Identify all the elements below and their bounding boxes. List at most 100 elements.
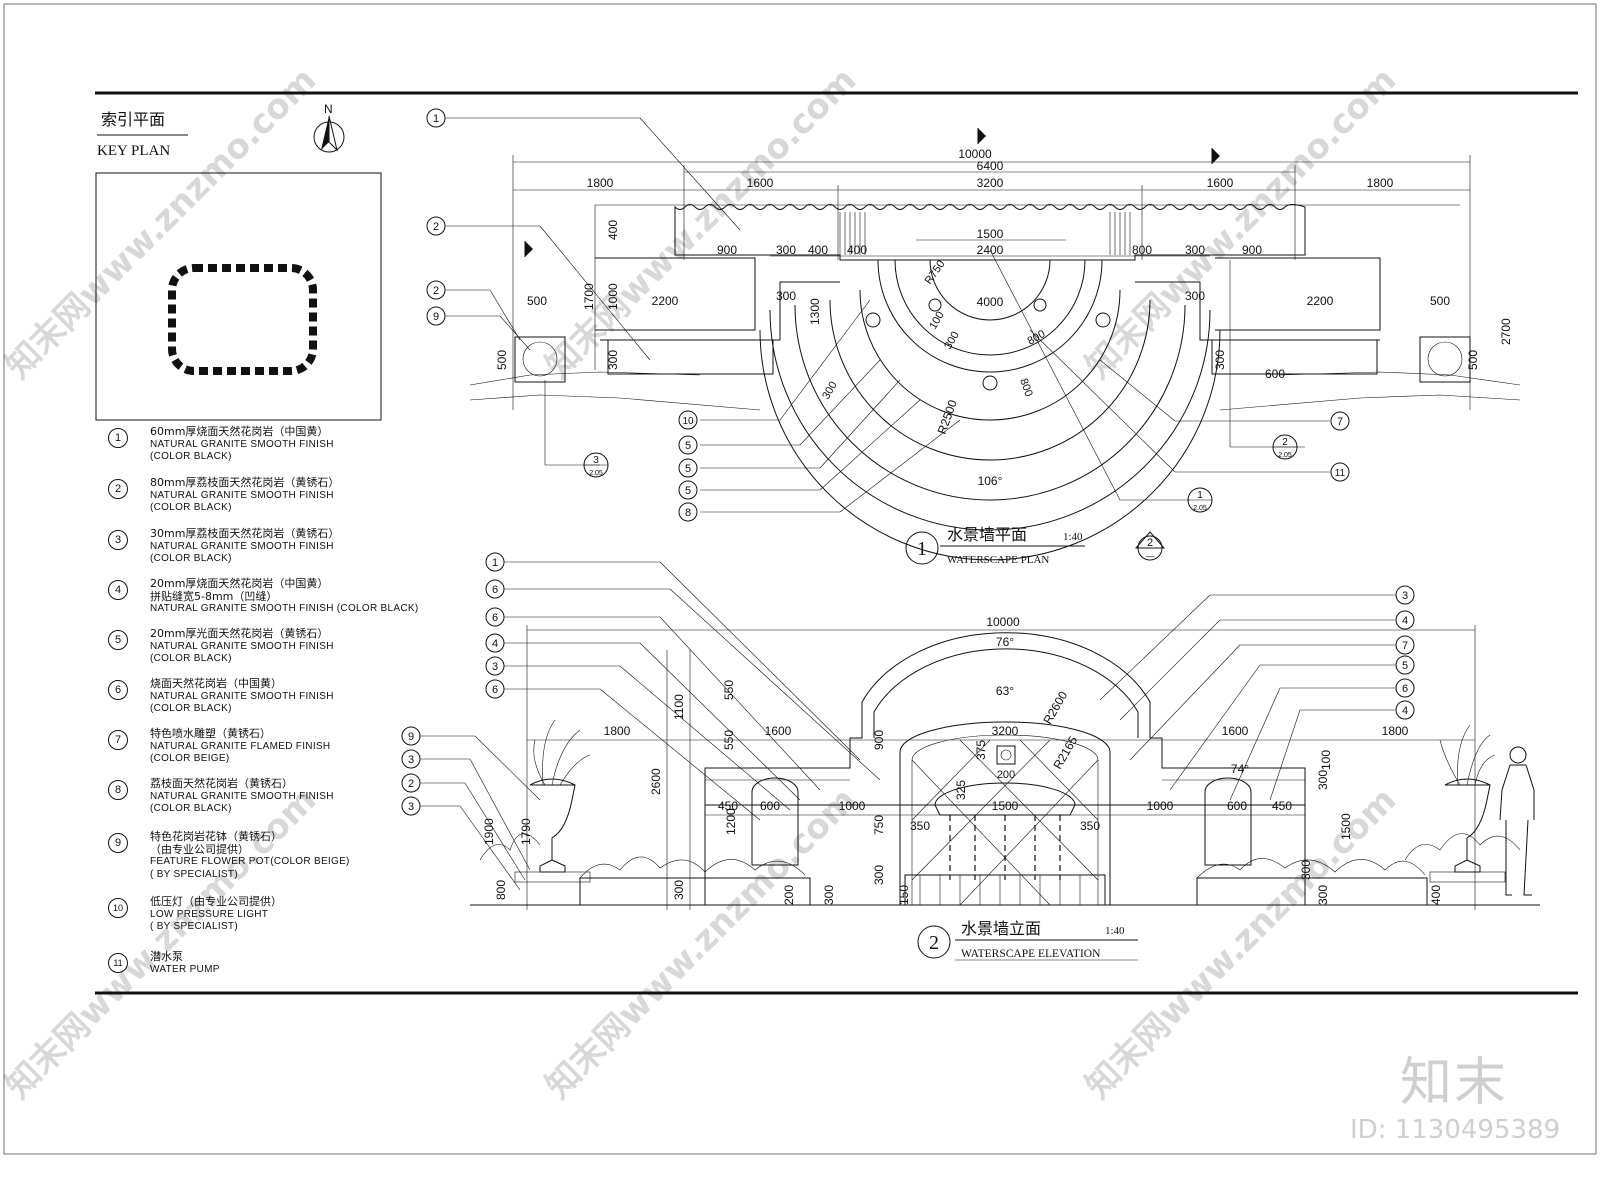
watermark: 知末网www.znzmo.com — [538, 60, 864, 386]
svg-text:300: 300 — [820, 380, 840, 402]
svg-text:水景墙平面: 水景墙平面 — [947, 526, 1027, 544]
legend-cn: 80mm厚荔枝面天然花岗岩（黄锈石） — [150, 476, 340, 489]
svg-text:1100: 1100 — [672, 694, 686, 720]
svg-text:10000: 10000 — [986, 615, 1020, 629]
legend-cn: 20mm厚光面天然花岗岩（黄锈石） — [150, 627, 329, 640]
svg-text:500: 500 — [527, 294, 547, 308]
legend-en: WATER PUMP — [150, 963, 220, 975]
svg-text:1700: 1700 — [582, 283, 596, 310]
svg-text:600: 600 — [760, 799, 780, 813]
svg-text:200: 200 — [997, 769, 1015, 781]
legend-cn: 20mm厚烧面天然花岗岩（中国黄） — [150, 577, 329, 590]
legend-cn-2: 拼贴缝宽5-8mm（凹缝） — [150, 589, 278, 603]
legend-number: 6 — [108, 680, 128, 700]
svg-text:2200: 2200 — [652, 294, 679, 308]
flower-pot-left — [514, 336, 566, 383]
plan-title: 1 水景墙平面 1:40 WATERSCAPE PLAN 2 — — [905, 526, 1166, 566]
svg-text:1800: 1800 — [604, 724, 631, 738]
legend-en: NATURAL GRANITE SMOOTH FINISH — [150, 489, 334, 501]
svg-text:1: 1 — [433, 113, 439, 125]
svg-text:R2500: R2500 — [935, 398, 960, 436]
svg-text:350: 350 — [910, 819, 930, 833]
legend-en: NATURAL GRANITE SMOOTH FINISH — [150, 690, 334, 702]
svg-text:800: 800 — [1017, 377, 1035, 398]
svg-text:750: 750 — [872, 815, 886, 835]
watermark: 知末网www.znzmo.com — [1078, 60, 1404, 386]
svg-text:R2600: R2600 — [1040, 689, 1070, 727]
legend-cn: 荔枝面天然花岗岩（黄锈石） — [150, 777, 293, 790]
elevation-callouts: 1 6 6 4 3 6 9 3 2 3 3 4 7 5 6 4 — [401, 552, 1415, 816]
svg-text:2.05: 2.05 — [1278, 452, 1292, 459]
elevation-title: 2 水景墙立面 1:40 WATERSCAPE ELEVATION — [917, 920, 1138, 961]
svg-text:4: 4 — [492, 638, 498, 650]
svg-text:6: 6 — [1402, 683, 1408, 695]
svg-text:63°: 63° — [996, 684, 1014, 698]
svg-text:500: 500 — [1430, 294, 1450, 308]
legend-en: ( BY SPECIALIST) — [150, 921, 238, 932]
svg-text:11: 11 — [1335, 468, 1346, 479]
legend-en: NATURAL GRANITE FLAMED FINISH — [150, 740, 331, 752]
legend-number: 10 — [108, 898, 128, 918]
svg-text:1000: 1000 — [1147, 799, 1174, 813]
svg-text:1800: 1800 — [1367, 176, 1394, 190]
svg-text:WATERSCAPE ELEVATION: WATERSCAPE ELEVATION — [961, 948, 1101, 960]
svg-text:R750: R750 — [923, 258, 948, 286]
legend-number: 8 — [108, 780, 128, 800]
flower-pot-right — [1419, 336, 1471, 383]
svg-text:2: 2 — [929, 932, 939, 954]
svg-text:2: 2 — [408, 778, 414, 790]
svg-text:400: 400 — [1429, 885, 1443, 905]
legend-cn: 低压灯（由专业公司提供） — [150, 895, 282, 908]
waterscape-elevation: 10000 76° 63° 3200 1800 1600 1600 1800 7… — [401, 552, 1540, 961]
legend-en: (COLOR BLACK) — [150, 502, 232, 513]
svg-text:5: 5 — [685, 485, 691, 497]
key-plan-title-cn: 索引平面 — [101, 111, 165, 129]
legend-number: 9 — [108, 833, 128, 853]
legend-en: NATURAL GRANITE SMOOTH FINISH — [150, 790, 334, 802]
sheet-border — [3, 3, 1597, 1155]
legend-en: (COLOR BLACK) — [150, 653, 232, 664]
svg-text:1000: 1000 — [839, 799, 866, 813]
svg-text:—: — — [1146, 551, 1155, 561]
svg-text:800: 800 — [1026, 328, 1048, 348]
svg-text:1:40: 1:40 — [1105, 925, 1125, 937]
legend-number: 7 — [108, 730, 128, 750]
svg-text:6: 6 — [492, 684, 498, 696]
svg-text:1600: 1600 — [1207, 176, 1234, 190]
svg-text:76°: 76° — [996, 635, 1014, 649]
svg-text:1790: 1790 — [519, 818, 533, 845]
svg-text:300: 300 — [872, 865, 886, 885]
legend-en: NATURAL GRANITE SMOOTH FINISH (COLOR BLA… — [150, 603, 419, 614]
svg-text:800: 800 — [494, 880, 508, 900]
legend-number: 3 — [108, 530, 128, 550]
brand-logo: 知末 — [1400, 1053, 1509, 1113]
svg-text:1900: 1900 — [482, 818, 496, 845]
svg-text:400: 400 — [808, 243, 828, 257]
svg-text:1: 1 — [492, 557, 498, 569]
svg-text:300: 300 — [606, 350, 620, 370]
svg-text:1: 1 — [917, 538, 927, 560]
svg-text:1300: 1300 — [808, 298, 822, 325]
key-plan-outline — [168, 264, 317, 375]
svg-text:2: 2 — [1147, 537, 1153, 549]
svg-text:3: 3 — [593, 455, 599, 466]
legend-en: (COLOR BLACK) — [150, 553, 232, 564]
svg-text:6: 6 — [492, 612, 498, 624]
legend-cn-2: （由专业公司提供） — [150, 842, 249, 856]
svg-text:10000: 10000 — [958, 147, 992, 161]
svg-text:900: 900 — [1242, 243, 1262, 257]
svg-text:375: 375 — [974, 740, 988, 760]
svg-text:9: 9 — [433, 311, 439, 323]
svg-text:5: 5 — [685, 463, 691, 475]
legend-number: 5 — [108, 630, 128, 650]
svg-text:7: 7 — [1337, 416, 1343, 428]
svg-text:550: 550 — [722, 730, 736, 750]
svg-text:4000: 4000 — [977, 295, 1004, 309]
legend-cn: 特色花岗岩花钵（黄锈石） — [150, 830, 282, 843]
svg-text:4: 4 — [1402, 705, 1408, 717]
svg-text:9: 9 — [408, 731, 414, 743]
svg-text:300: 300 — [776, 289, 796, 303]
svg-text:2.05: 2.05 — [589, 470, 603, 477]
legend-number: 11 — [108, 953, 128, 973]
svg-text:400: 400 — [847, 243, 867, 257]
